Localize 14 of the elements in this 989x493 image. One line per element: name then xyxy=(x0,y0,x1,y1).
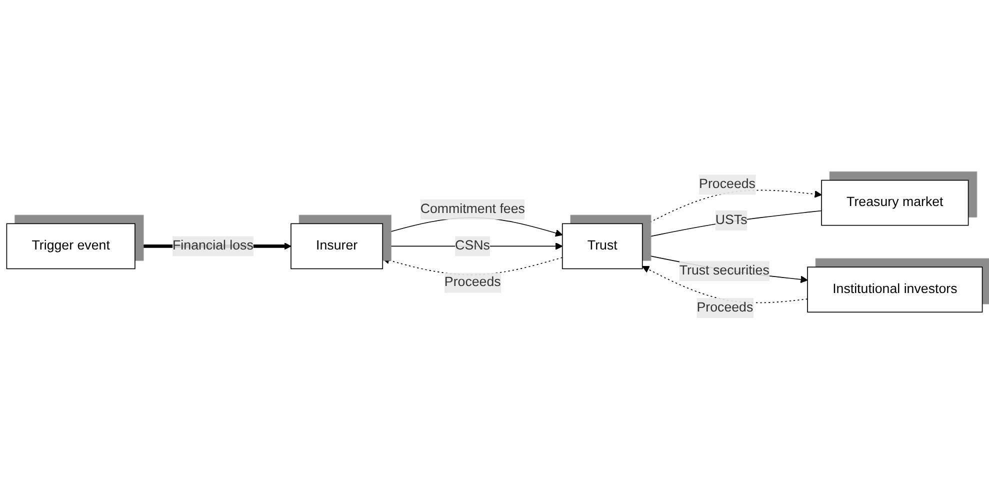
node-box: Trigger event xyxy=(6,223,136,270)
arrow xyxy=(642,210,822,240)
edge-label: Trust securities xyxy=(679,264,770,278)
edge-label: CSNs xyxy=(455,238,490,254)
node-box: Trust xyxy=(562,223,643,270)
node-box: Treasury market xyxy=(821,180,969,226)
edge-label: Commitment fees xyxy=(420,202,525,216)
node-box: Institutional investors xyxy=(807,266,983,313)
edge-label: Proceeds xyxy=(696,300,754,315)
edge-label: Proceeds xyxy=(699,177,756,192)
edge-label: USTs xyxy=(715,213,748,228)
edge-label: Proceeds xyxy=(444,276,501,290)
node-box: Insurer xyxy=(290,223,384,270)
edge-label: Financial loss xyxy=(172,238,254,254)
